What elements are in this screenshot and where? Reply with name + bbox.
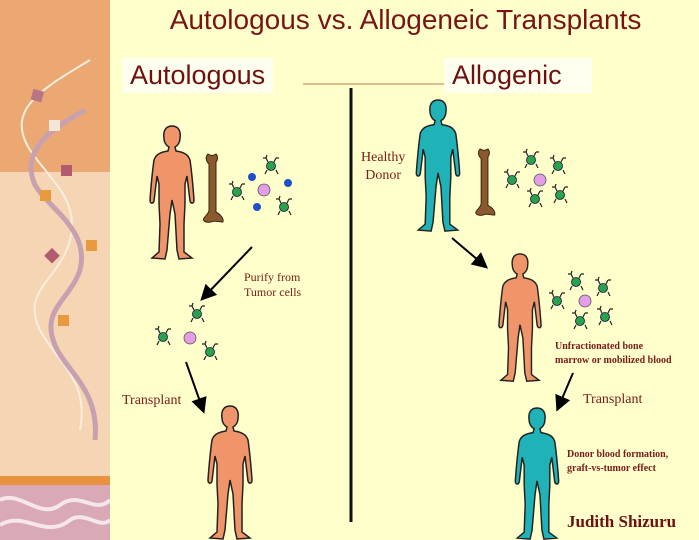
arrow-icon [451,237,489,269]
slide-title: Autologous vs. Allogeneic Transplants [169,4,642,35]
healthy-donor-line1: Healthy [361,150,406,165]
patient-figure-icon [149,125,195,260]
recipient-figure-icon [498,253,542,382]
healthy-donor-label: Healthy Donor [361,149,405,185]
autologous-heading: Autologous [122,58,274,93]
purify-label-line1: Purify from [244,270,301,284]
mixed-cells-icon [228,154,293,216]
author-credit: Judith Shizuru [567,512,677,531]
allogenic-heading: Allogenic [444,58,592,93]
graft-source-line2: marrow or mobilized blood [555,355,672,366]
autologous-transplant-label: Transplant [122,393,182,408]
graft-source-label: Unfractionated bone marrow or mobilized … [555,340,672,368]
bone-icon [475,148,496,216]
decorative-sidebar [0,0,112,540]
allogenic-transplant-label: Transplant [583,392,643,407]
arrow-icon [555,372,574,412]
recipient-figure-icon [514,407,560,540]
patient-figure-icon [207,405,253,540]
donor-figure-icon [415,99,461,232]
purified-cells-icon [154,302,219,361]
outcome-line1: Donor blood formation, [567,449,669,460]
arrow-icon [185,361,207,414]
purify-label: Purify from Tumor cells [244,270,301,300]
purify-label-line2: Tumor cells [244,285,302,299]
graft-source-line1: Unfractionated bone [555,341,644,352]
healthy-donor-line2: Donor [365,168,402,183]
arrow-icon [200,246,253,301]
donor-cells-icon [503,148,569,208]
outcome-label: Donor blood formation, graft-vs-tumor ef… [567,448,668,476]
bone-icon [202,153,224,223]
outcome-line2: graft-vs-tumor effect [567,463,656,474]
graft-cells-icon [548,270,614,330]
